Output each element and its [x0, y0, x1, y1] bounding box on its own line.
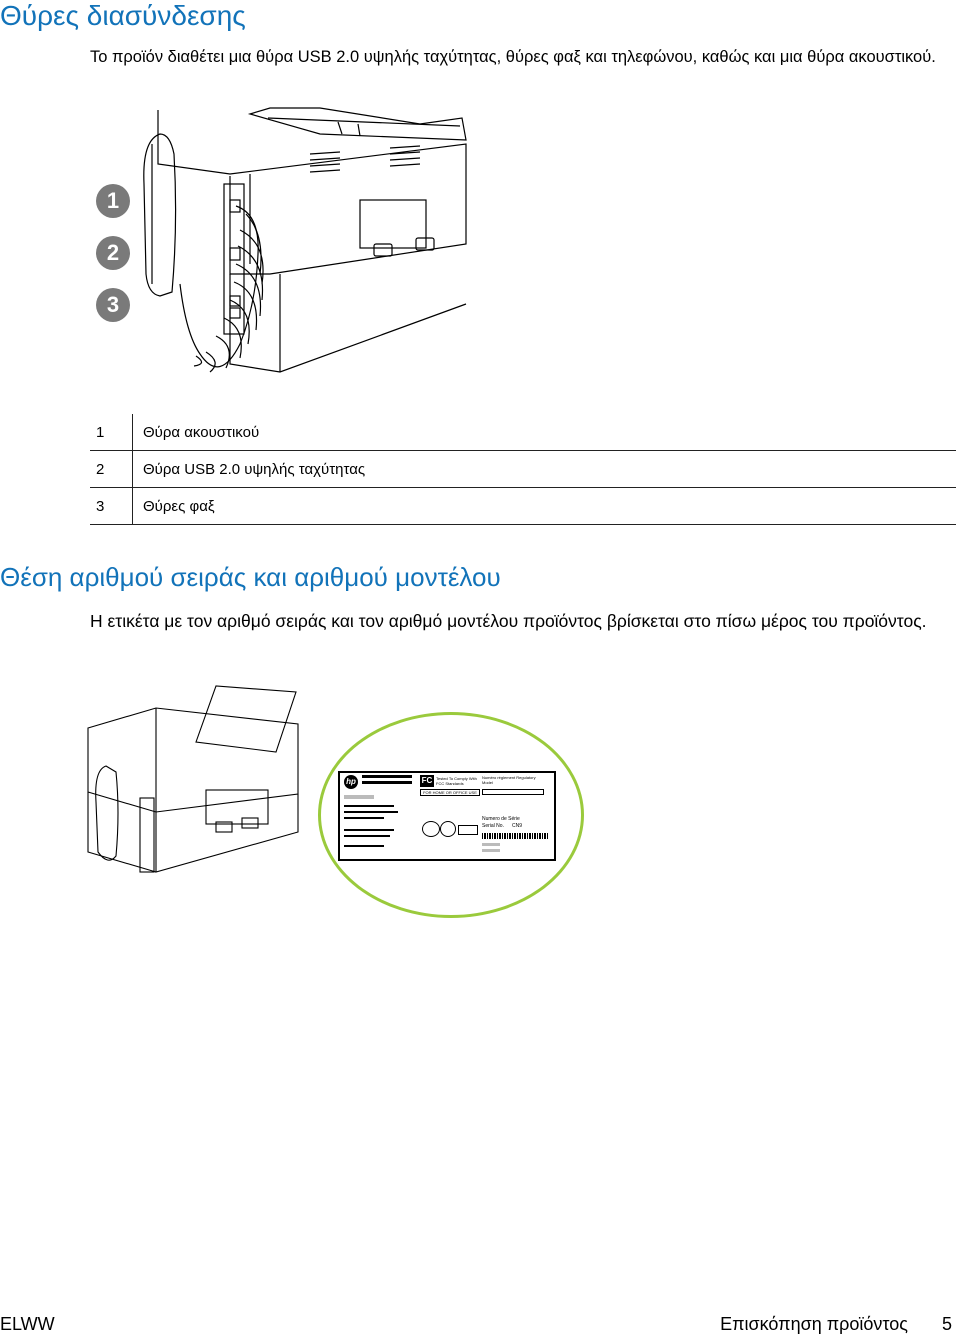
callout-3: 3 [96, 288, 130, 322]
label-line [344, 829, 394, 831]
fcc-use-text: FOR HOME OR OFFICE USE [420, 789, 480, 796]
footer-section-title: Επισκόπηση προϊόντος [720, 1314, 908, 1334]
legend-row: 1 Θύρα ακουστικού [90, 414, 956, 451]
legend-text: Θύρα ακουστικού [132, 414, 956, 451]
label-line [362, 775, 412, 778]
numero-serie-text: Numero de Série [482, 816, 520, 822]
label-line [344, 805, 394, 807]
serial-number-label: hp FC Tested To Comply With FCC Standard… [338, 771, 556, 861]
regulatory-model-text: Numéro réglement Regulatory Model [482, 775, 536, 785]
label-line [362, 781, 412, 784]
ports-illustration: 1 2 3 [90, 104, 476, 400]
label-line [344, 811, 398, 813]
legend-text: Θύρα USB 2.0 υψηλής ταχύτητας [132, 450, 956, 488]
legend-number: 3 [90, 487, 133, 525]
serial-label-illustration [86, 682, 566, 882]
page-number: 5 [941, 1314, 952, 1334]
label-block [482, 789, 544, 795]
serial-paragraph: Η ετικέτα με τον αριθμό σειράς και τον α… [90, 611, 927, 631]
label-line [344, 835, 390, 837]
footer-left: ELWW [0, 1314, 55, 1334]
label-block [344, 795, 374, 799]
fcc-tested-text: Tested To Comply With FCC Standards [436, 776, 477, 786]
certification-mark [440, 821, 456, 837]
label-block [482, 849, 500, 852]
barcode [482, 833, 548, 839]
intro-paragraph: Το προϊόν διαθέτει μια θύρα USB 2.0 υψηλ… [90, 48, 936, 66]
heading-ports: Θύρες διασύνδεσης [0, 0, 246, 31]
port-legend-table: 1 Θύρα ακουστικού 2 Θύρα USB 2.0 υψηλής … [90, 414, 956, 525]
fcc-logo: FC [420, 775, 434, 787]
callout-1: 1 [96, 184, 130, 218]
serial-prefix-text: CN9 [512, 823, 523, 829]
label-block [482, 843, 500, 846]
legend-number: 1 [90, 414, 133, 451]
printer-back-drawing [87, 685, 299, 873]
callout-2: 2 [96, 236, 130, 270]
legend-row: 2 Θύρα USB 2.0 υψηλής ταχύτητας [90, 450, 956, 488]
certification-mark [422, 821, 440, 837]
legend-text: Θύρες φαξ [132, 487, 956, 525]
legend-row: 3 Θύρες φαξ [90, 487, 956, 525]
footer-right: Επισκόπηση προϊόντος 5 [720, 1314, 952, 1335]
legend-number: 2 [90, 450, 133, 488]
hp-logo: hp [344, 775, 358, 789]
zoom-circle [318, 712, 584, 918]
heading-serial-location: Θέση αριθμού σειράς και αριθμού μοντέλου [0, 562, 501, 592]
serial-no-text: Serial No. [482, 823, 504, 829]
ce-mark [458, 825, 478, 835]
label-line [344, 845, 384, 847]
label-line [344, 817, 384, 819]
printer-rear-drawing [143, 107, 467, 373]
